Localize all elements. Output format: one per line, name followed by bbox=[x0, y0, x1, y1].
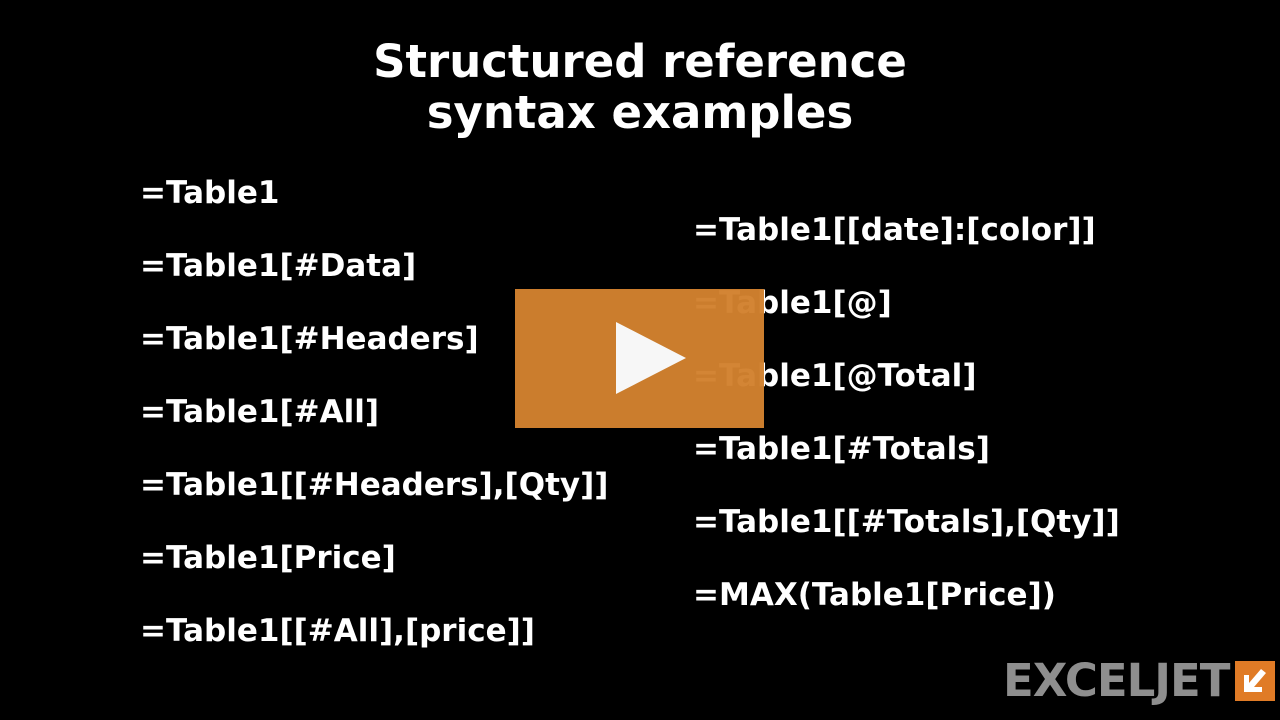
exceljet-logo: EXCELJET bbox=[1003, 654, 1276, 707]
logo-text: EXCELJET bbox=[1003, 654, 1230, 707]
play-button[interactable] bbox=[515, 289, 764, 428]
exceljet-arrow-icon bbox=[1235, 661, 1276, 701]
slide-title-line-2: syntax examples bbox=[426, 86, 854, 139]
example-item: =Table1[[#All],[price]] bbox=[140, 613, 535, 649]
example-item: =Table1[#Headers] bbox=[140, 321, 479, 357]
slide-title-line-1: Structured reference bbox=[373, 35, 907, 88]
example-item: =MAX(Table1[Price]) bbox=[693, 577, 1056, 613]
example-item: =Table1[[date]:[color]] bbox=[693, 212, 1096, 248]
example-item: =Table1[Price] bbox=[140, 540, 396, 576]
example-item: =Table1[[#Headers],[Qty]] bbox=[140, 467, 609, 503]
play-icon bbox=[616, 322, 686, 394]
slide-title: Structured reference syntax examples bbox=[0, 36, 1280, 138]
example-item: =Table1 bbox=[140, 175, 280, 211]
example-item: =Table1[#All] bbox=[140, 394, 380, 430]
example-item: =Table1[#Totals] bbox=[693, 431, 990, 467]
example-item: =Table1[[#Totals],[Qty]] bbox=[693, 504, 1120, 540]
example-item: =Table1[#Data] bbox=[140, 248, 417, 284]
